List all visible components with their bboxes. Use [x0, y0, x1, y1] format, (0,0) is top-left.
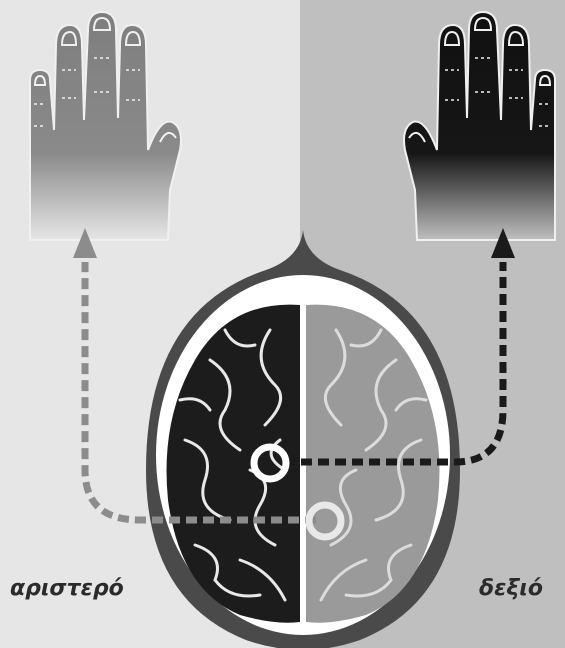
- label-left: αριστερό: [10, 576, 124, 601]
- label-right: δεξιό: [479, 576, 543, 601]
